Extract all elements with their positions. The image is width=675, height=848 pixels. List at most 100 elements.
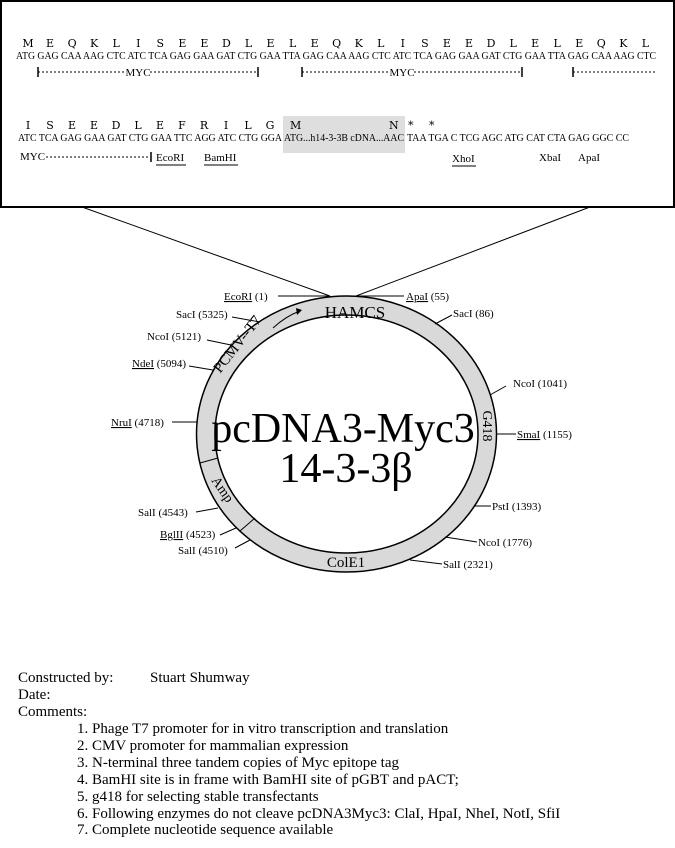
site-ecori: EcoRI: [156, 152, 184, 164]
site-position: (4510): [198, 545, 228, 557]
amino-acid: E: [156, 119, 164, 132]
amino-acid: E: [178, 37, 186, 50]
restriction-site-label: PstI (1393): [492, 501, 542, 513]
codon-row-2-after: TAA TGA C TCG AGC ATG CAT CTA GAG GGC CC: [407, 132, 629, 144]
site-position: (4523): [186, 529, 216, 541]
plasmid-name: pcDNA3-Myc3: [211, 406, 475, 452]
site-name: NcoI: [478, 537, 500, 549]
site-name: SacI: [176, 309, 196, 321]
amino-acid: I: [224, 119, 228, 132]
restriction-site-label: SacI (5325): [176, 309, 228, 321]
amp-pcmv-divider: [199, 457, 219, 464]
insert-end-aa: N: [389, 119, 399, 132]
amino-acid: K: [90, 37, 99, 50]
amino-acid: E: [90, 119, 98, 132]
site-position: (1041): [538, 378, 568, 390]
amino-acid: L: [554, 37, 562, 50]
site-position: (5094): [157, 358, 187, 370]
site-name: EcoRI: [224, 291, 252, 303]
site-bamhi: BamHI: [204, 152, 237, 164]
amino-acid: L: [642, 37, 650, 50]
site-leader-line: [219, 527, 237, 536]
site-position: (86): [475, 308, 494, 320]
amino-acid: E: [465, 37, 473, 50]
amino-acid: M: [22, 37, 33, 50]
amino-acid: K: [619, 37, 628, 50]
amino-acid: L: [244, 119, 252, 132]
restriction-site-label: BglII (4523): [160, 529, 216, 541]
site-leader-line: [444, 536, 478, 543]
site-position: (5325): [198, 309, 228, 321]
amino-acid: E: [68, 119, 76, 132]
site-position: (1776): [503, 537, 533, 549]
site-name: SacI: [453, 308, 473, 320]
feature-hamcs: HAMCS: [325, 303, 385, 322]
amino-acid: K: [355, 37, 364, 50]
site-xhoi: XhoI: [452, 153, 475, 165]
site-leader-line: [489, 385, 507, 396]
comment-6: 6. Following enzymes do not cleave pcDNA…: [77, 805, 561, 822]
amino-acid: G: [266, 119, 275, 132]
insert-sequence: ATG...h14-3-3B cDNA...AAC: [284, 132, 404, 144]
amino-acid: L: [245, 37, 253, 50]
amp-cole1-divider: [239, 517, 256, 532]
restriction-site-label: NruI (4718): [111, 417, 164, 429]
restriction-site-label: SalI (4543): [138, 507, 188, 519]
restriction-site-label: ApaI (55): [406, 291, 449, 303]
zoom-line-right: [355, 206, 591, 297]
amino-acid: E: [267, 37, 275, 50]
amino-acid: D: [487, 37, 496, 50]
constructed-by-value: Stuart Shumway: [150, 670, 250, 686]
site-name: SalI: [138, 507, 156, 519]
amino-acid: E: [200, 37, 208, 50]
arrowhead-icon: [296, 308, 302, 315]
site-name: BglII: [160, 529, 184, 541]
comment-2: 2. CMV promoter for mammalian expression: [77, 737, 349, 754]
site-position: (2321): [463, 559, 493, 571]
restriction-site-label: EcoRI (1): [224, 291, 268, 303]
myc-label-1: MYC: [125, 67, 150, 79]
myc-bracket-1: [37, 67, 259, 77]
insert-start-aa: M: [290, 119, 301, 132]
comment-5: 5. g418 for selecting stable transfectan…: [77, 788, 319, 805]
amino-acid: L: [377, 37, 385, 50]
site-name: NdeI: [132, 358, 154, 370]
amino-acid: E: [443, 37, 451, 50]
amino-acid: L: [509, 37, 517, 50]
site-name: SalI: [178, 545, 196, 557]
insert-highlight: [283, 116, 405, 153]
site-position: (55): [431, 291, 450, 303]
site-leader-line: [206, 339, 232, 346]
amino-acid: E: [46, 37, 54, 50]
site-position: (5121): [172, 331, 202, 343]
site-leader-line: [231, 316, 261, 323]
stop-codon-1: *: [408, 119, 414, 132]
myc-bracket-3-start: [572, 67, 655, 77]
codon-row-1: ATG GAG CAA AAG CTC ATC TCA GAG GAA GAT …: [16, 50, 656, 62]
comment-1: 1. Phage T7 promoter for in vitro transc…: [77, 720, 449, 737]
plasmid-insert: 14-3-3β: [279, 446, 412, 492]
comment-3: 3. N-terminal three tandem copies of Myc…: [77, 754, 399, 771]
site-leader-line: [195, 507, 219, 513]
site-leader-line: [434, 314, 453, 325]
amino-acid: Q: [68, 37, 77, 50]
stop-codon-2: *: [429, 119, 435, 132]
amino-acid: I: [136, 37, 140, 50]
site-leader-line: [188, 365, 214, 371]
site-position: (1): [255, 291, 268, 303]
restriction-site-label: NcoI (1776): [478, 537, 532, 549]
site-name: SalI: [443, 559, 461, 571]
amino-acid: D: [112, 119, 121, 132]
myc-label-2: MYC: [389, 67, 414, 79]
amino-acid: I: [401, 37, 405, 50]
restriction-site-label: SmaI (1155): [517, 429, 572, 441]
site-leader-line: [409, 559, 443, 565]
feature-g418: G418: [479, 410, 494, 441]
amino-acid: S: [46, 119, 54, 132]
myc-label-3: MYC: [20, 151, 45, 163]
restriction-site-label: NcoI (1041): [513, 378, 567, 390]
amino-acid: E: [311, 37, 319, 50]
restriction-site-label: NcoI (5121): [147, 331, 201, 343]
